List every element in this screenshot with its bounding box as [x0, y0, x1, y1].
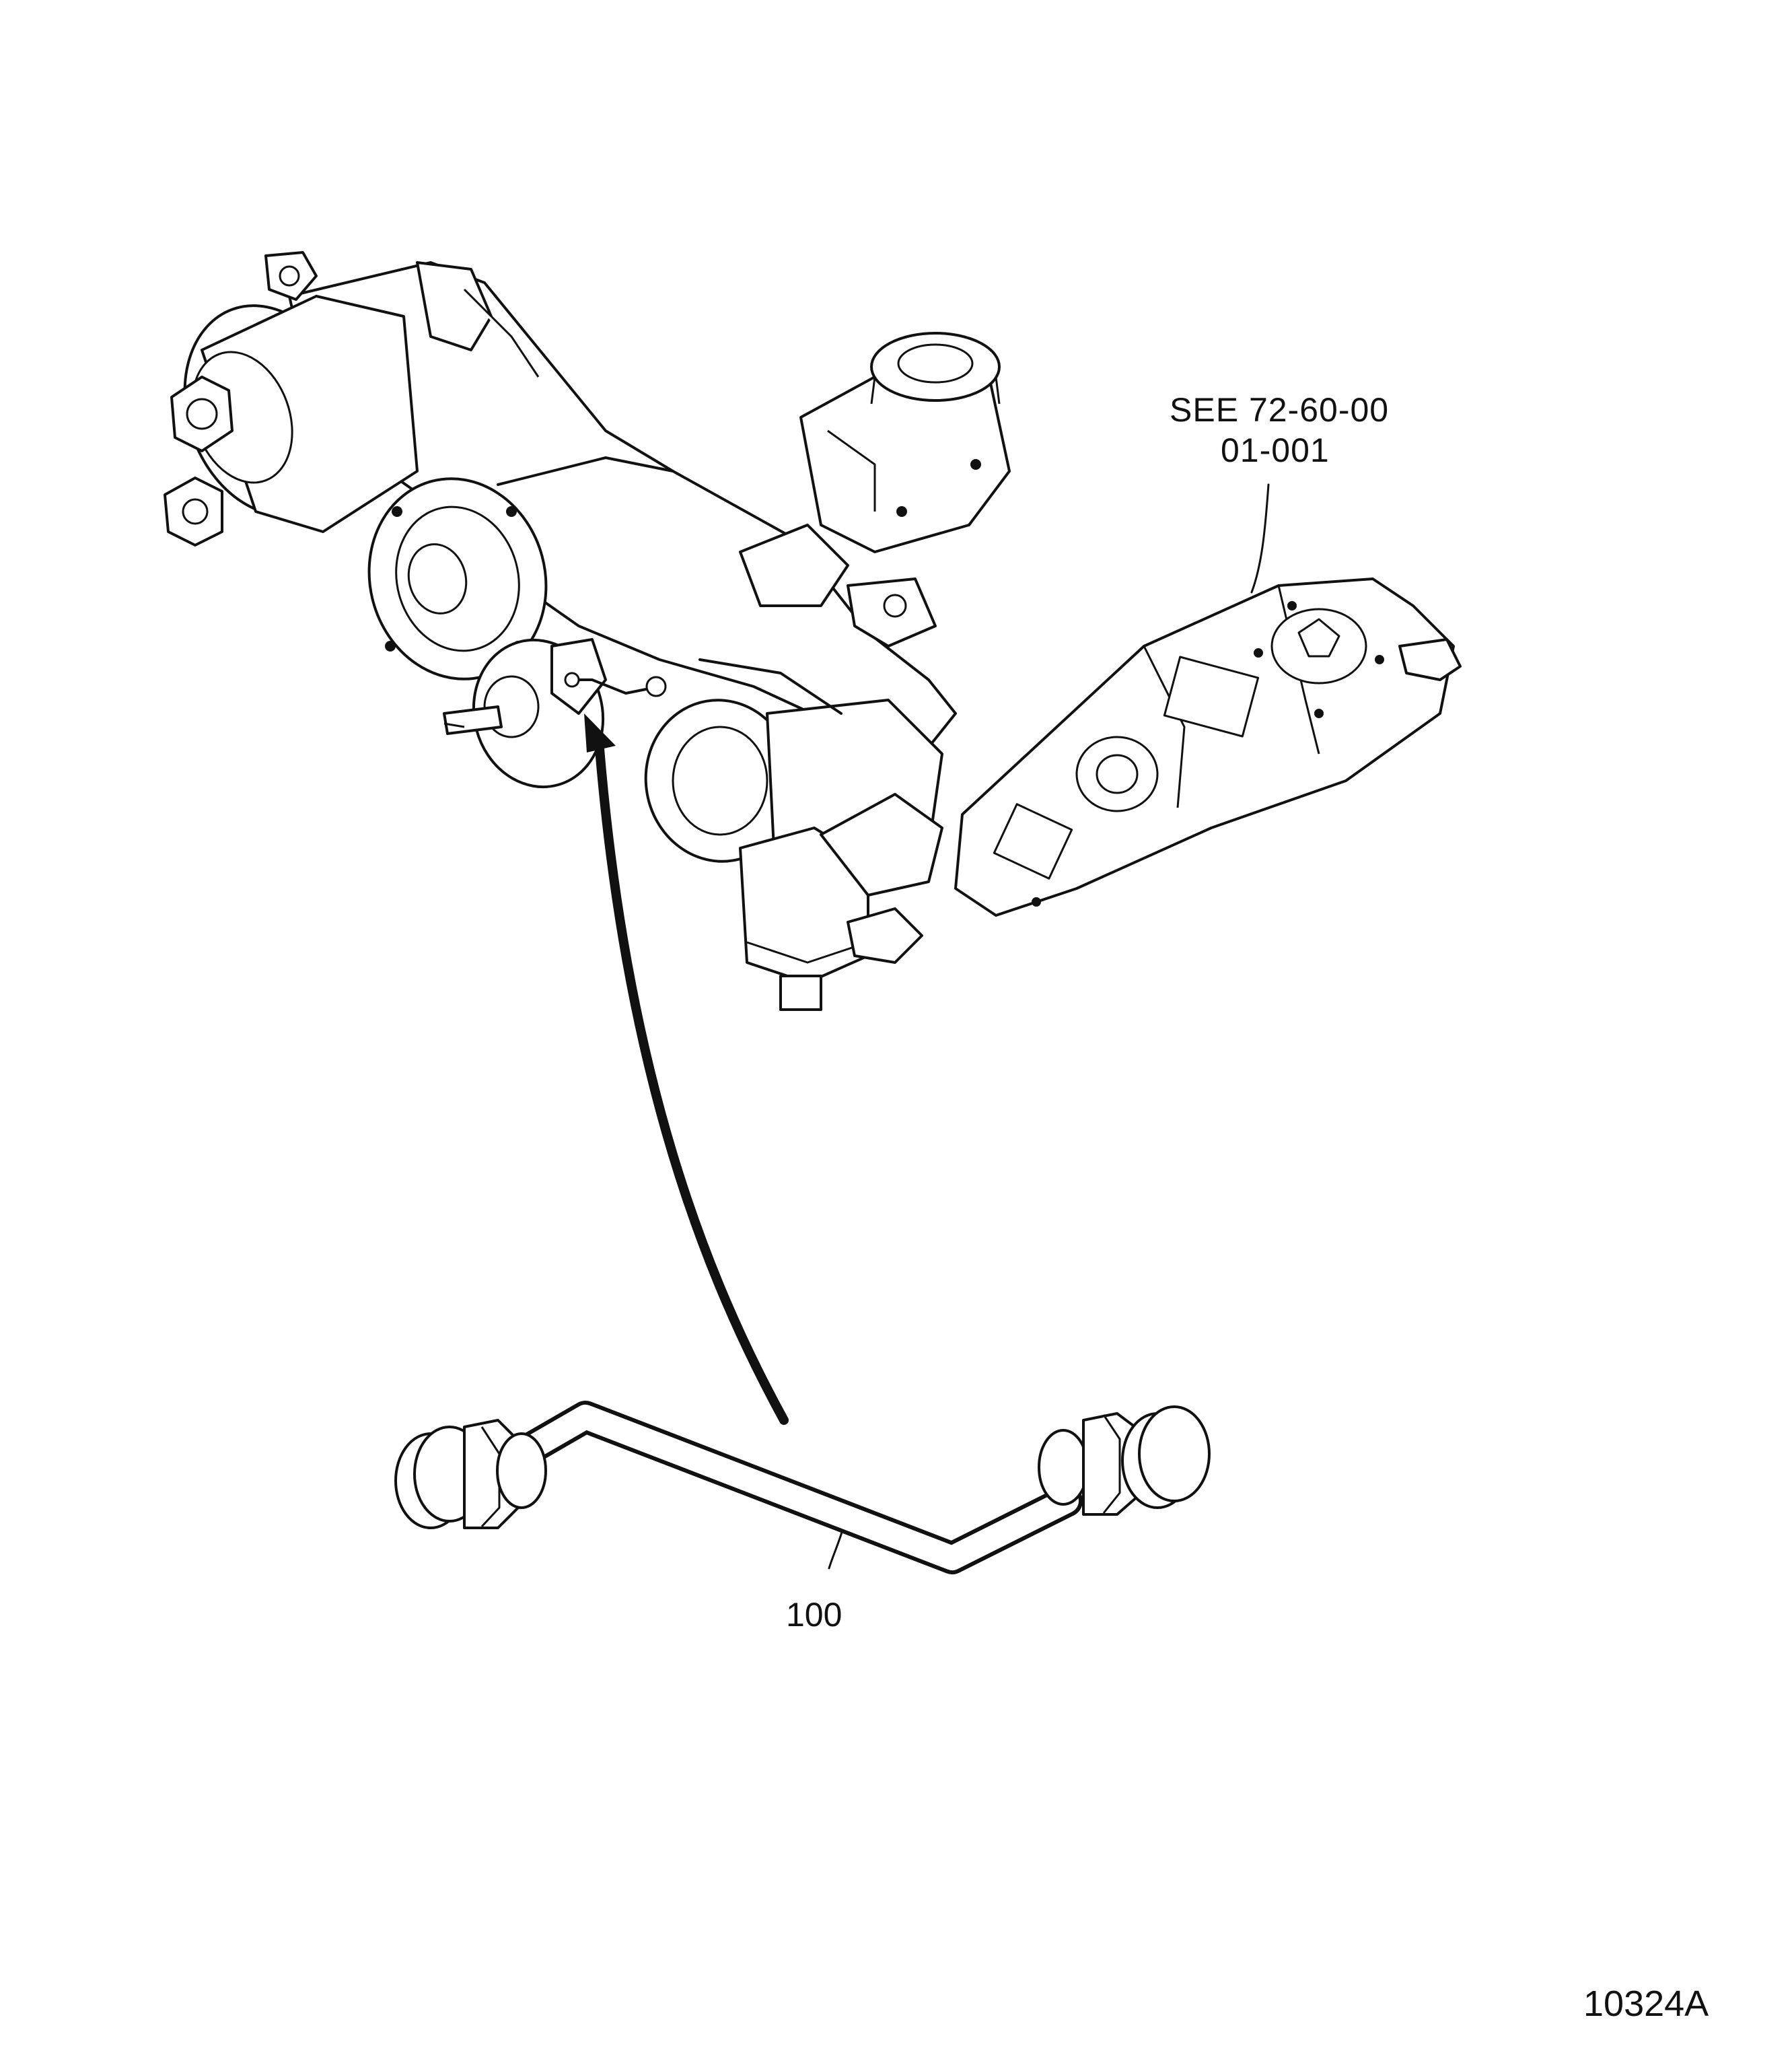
tube-assembly-part-100: [394, 1401, 1211, 1574]
left-nut: [394, 1419, 547, 1529]
figure-id-label: 10324A: [1583, 1984, 1709, 2024]
part-number-label: 100: [786, 1596, 843, 1634]
gearbox-assembly-drawing: [164, 251, 1462, 1011]
reference-label-line2: 01-001: [1221, 431, 1330, 469]
installation-arrow-shaft: [594, 736, 789, 1425]
installation-arrow-head: [584, 713, 616, 753]
reference-label-line1: SEE 72-60-00: [1170, 391, 1390, 429]
right-nut: [1038, 1405, 1211, 1516]
reference-leader-line: [1250, 483, 1270, 594]
